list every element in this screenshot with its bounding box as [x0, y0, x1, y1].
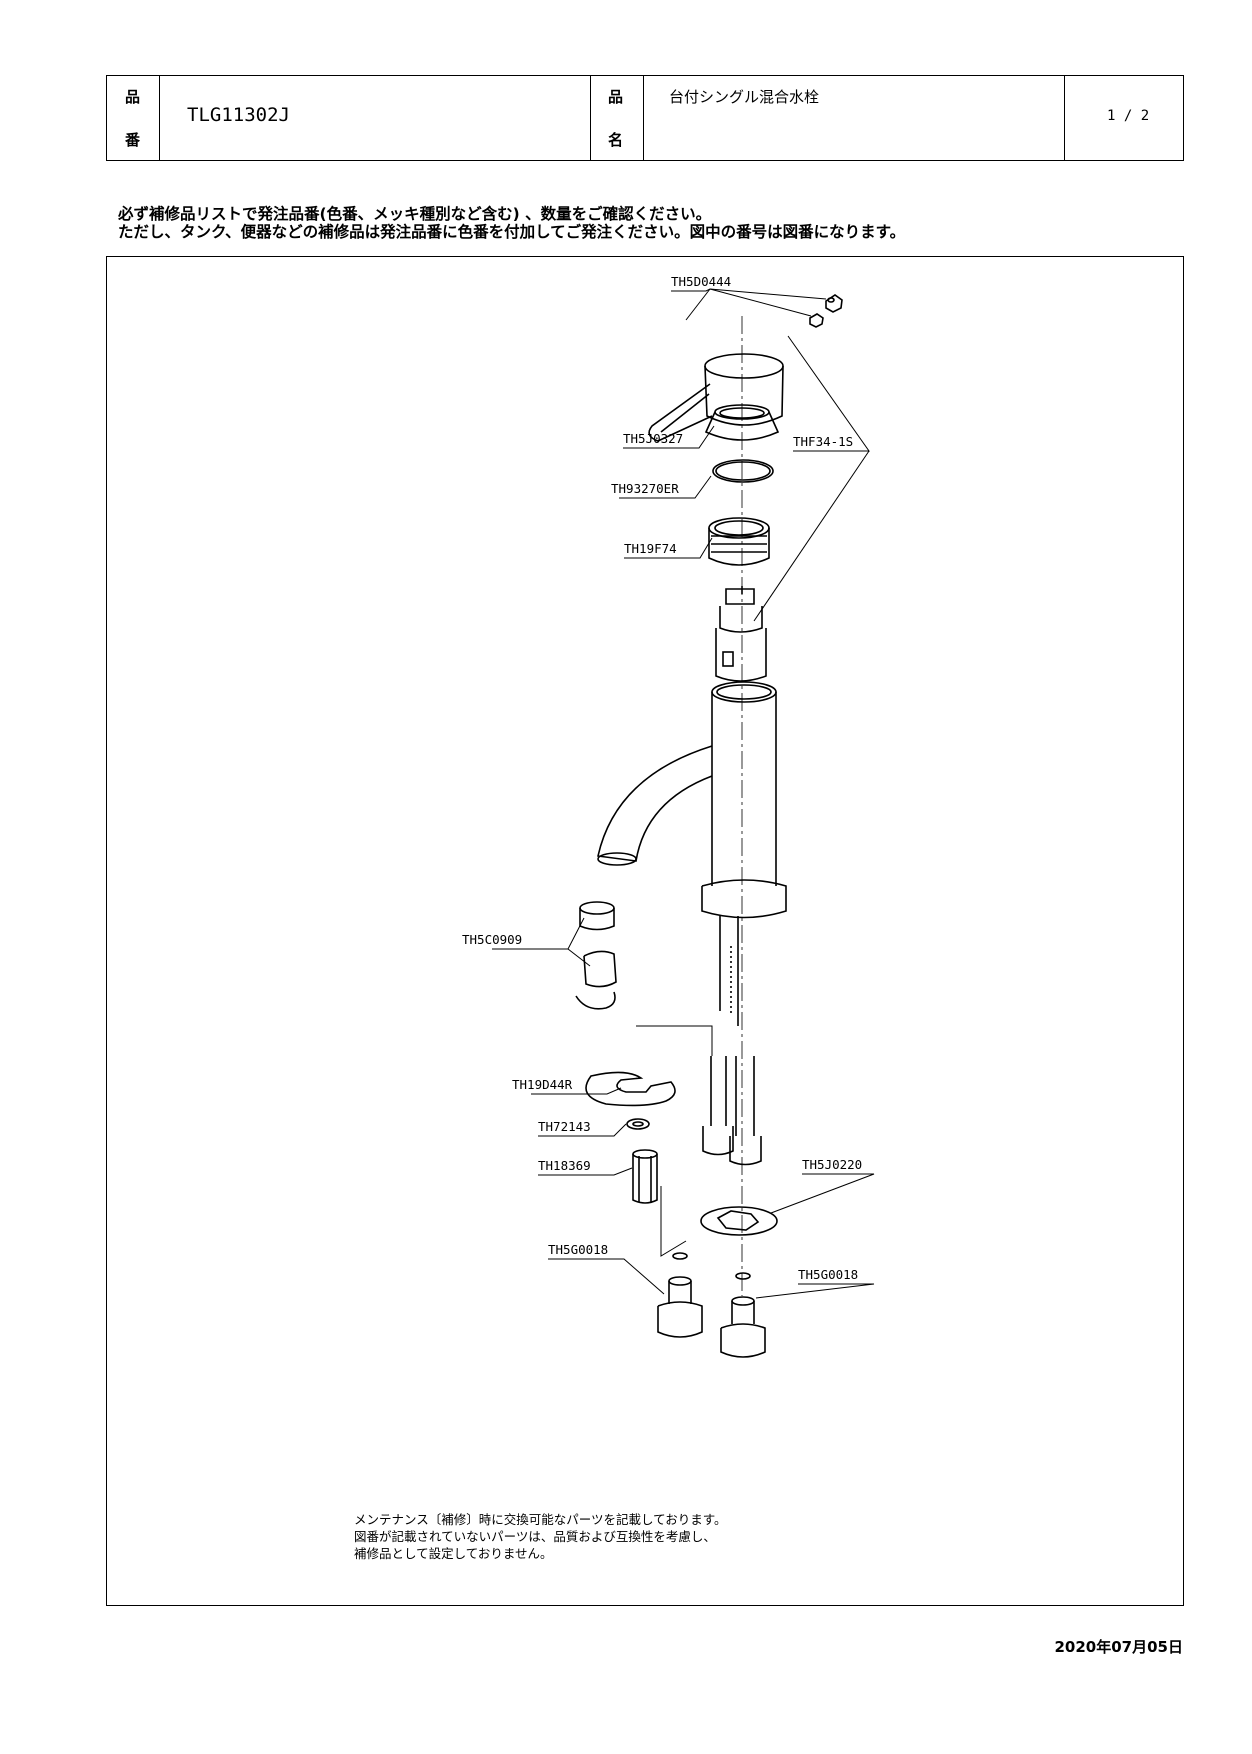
product-no-label-1: 品 — [125, 88, 141, 106]
label-th18369: TH18369 — [538, 1158, 591, 1173]
connector-right — [720, 1272, 766, 1358]
label-th5g0018-right: TH5G0018 — [798, 1267, 858, 1282]
diagram-frame — [106, 256, 1184, 1606]
o-ring — [712, 459, 774, 483]
supply-hoses — [702, 1056, 762, 1166]
label-th5c0909: TH5C0909 — [462, 932, 522, 947]
label-th93270er: TH93270ER — [611, 481, 679, 496]
product-name-label-1: 品 — [608, 88, 624, 106]
washer — [626, 1118, 650, 1130]
label-th19d44r: TH19D44R — [512, 1077, 573, 1092]
exploded-view-diagram: TH5D0444 THF34-1S TH5J0327 TH93270ER TH1… — [462, 274, 875, 1358]
handle-lever — [648, 353, 784, 442]
maintenance-note: メンテナンス〔補修〕時に交換可能なパーツを記載しております。 図番が記載されてい… — [354, 1511, 727, 1562]
mounting-nut — [632, 1149, 658, 1204]
cartridge-nut — [708, 517, 770, 566]
header-table: 品 番 TLG11302J 品 名 台付シングル混合水栓 1 / 2 — [106, 75, 1184, 161]
screw-set — [809, 294, 843, 328]
maintenance-line-3: 補修品として設定しておりません。 — [354, 1546, 553, 1561]
order-notice: 必ず補修品リストで発注品番(色番、メッキ種別など含む) 、数量をご確認ください。… — [118, 205, 905, 241]
connector-left — [657, 1252, 703, 1338]
label-th5j0327: TH5J0327 — [623, 431, 683, 446]
mounting-plate — [700, 1206, 778, 1236]
notice-line-1: 必ず補修品リストで発注品番(色番、メッキ種別など含む) 、数量をご確認ください。 — [118, 205, 712, 223]
maintenance-line-2: 図番が記載されていないパーツは、品質および互換性を考慮し、 — [354, 1529, 716, 1544]
product-name-label-2: 名 — [608, 131, 624, 149]
notice-line-2: ただし、タンク、便器などの補修品は発注品番に色番を付加してご発注ください。図中の… — [118, 223, 906, 241]
label-th72143: TH72143 — [538, 1119, 591, 1134]
label-th5g0018-left: TH5G0018 — [548, 1242, 608, 1257]
document-date: 2020年07月05日 — [1054, 1638, 1184, 1656]
product-number: TLG11302J — [187, 104, 290, 126]
product-no-label-2: 番 — [125, 131, 141, 149]
horseshoe-washer — [585, 1071, 676, 1107]
page-number: 1 / 2 — [1107, 108, 1150, 124]
label-thf34-1s: THF34-1S — [793, 434, 853, 449]
maintenance-line-1: メンテナンス〔補修〕時に交換可能なパーツを記載しております。 — [354, 1512, 727, 1527]
cartridge — [715, 586, 767, 682]
aerator — [575, 901, 617, 1010]
label-th19f74: TH19F74 — [624, 541, 677, 556]
faucet-body — [597, 681, 787, 1026]
label-th5d0444: TH5D0444 — [671, 274, 731, 289]
label-th5j0220: TH5J0220 — [802, 1157, 862, 1172]
product-name: 台付シングル混合水栓 — [669, 88, 820, 106]
